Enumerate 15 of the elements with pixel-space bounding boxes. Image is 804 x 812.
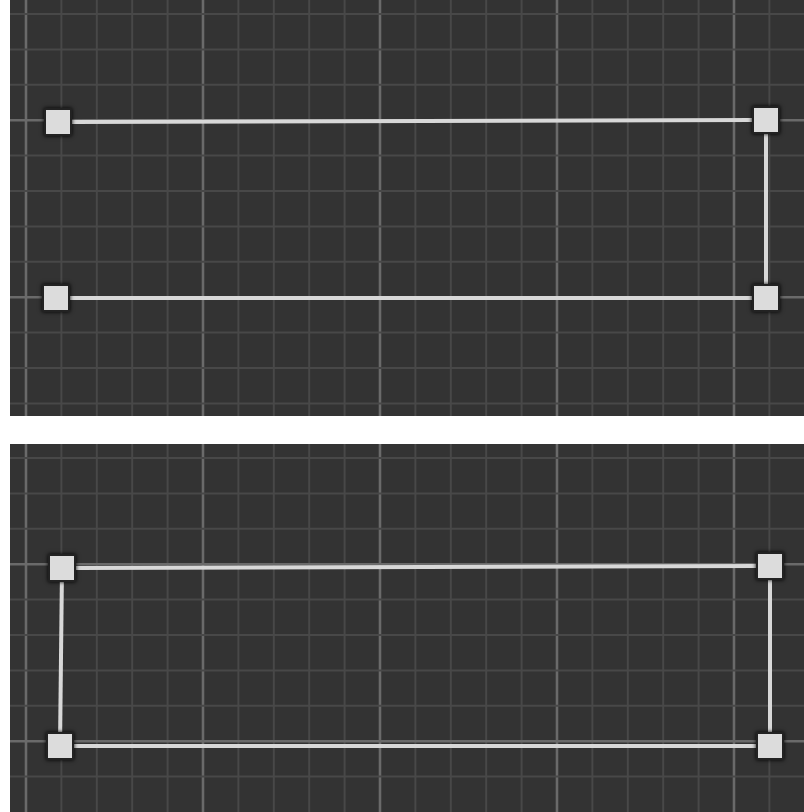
control-point-square xyxy=(756,552,784,580)
control-point-square xyxy=(48,554,76,582)
control-point-square xyxy=(46,732,74,760)
connector-line xyxy=(764,134,768,284)
control-point-square xyxy=(752,106,780,134)
connector-line xyxy=(768,580,772,732)
control-point-square xyxy=(42,284,70,312)
connector-line xyxy=(70,296,752,300)
connector-line xyxy=(58,581,64,733)
control-point-square xyxy=(44,108,72,136)
connector-line xyxy=(72,118,752,124)
control-point-square xyxy=(756,732,784,760)
connector-line xyxy=(76,564,756,570)
connector-line xyxy=(74,744,756,748)
control-point-square xyxy=(752,284,780,312)
